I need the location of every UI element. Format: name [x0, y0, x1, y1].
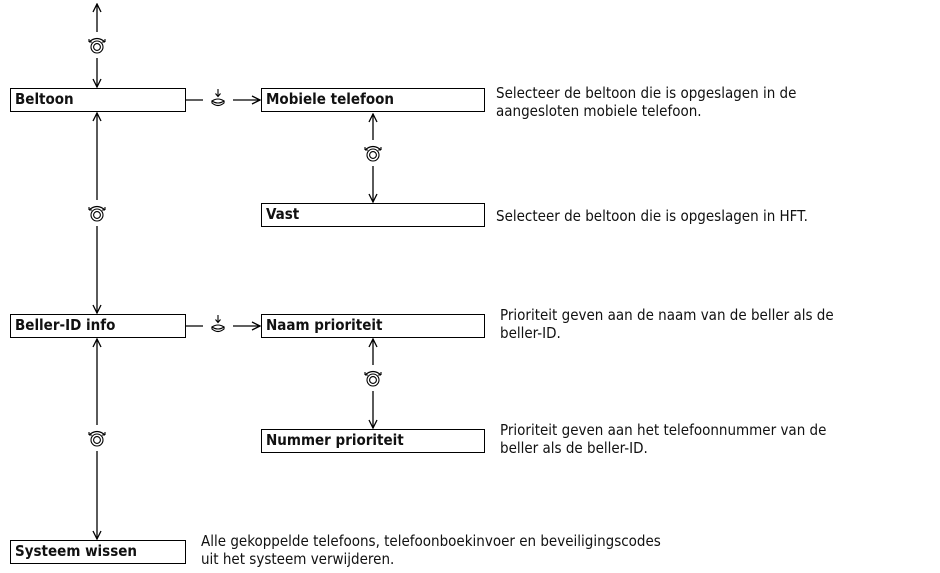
press-knob-icon: [207, 87, 229, 109]
description-line: Selecteer de beltoon die is opgeslagen i…: [496, 84, 797, 102]
description-line: Prioriteit geven aan de naam van de bell…: [500, 306, 834, 324]
menu-item-systeem-wissen: Systeem wissen: [10, 540, 186, 564]
description-vast: Selecteer de beltoon die is opgeslagen i…: [496, 207, 808, 225]
submenu-item-mobiele-telefoon: Mobiele telefoon: [261, 88, 485, 112]
description-line: uit het systeem verwijderen.: [201, 550, 395, 568]
rotate-knob-icon: [86, 427, 108, 449]
description-line: Alle gekoppelde telefoons, telefoonboeki…: [201, 532, 661, 550]
submenu-item-nummer-prioriteit: Nummer prioriteit: [261, 429, 485, 453]
description-naam-prioriteit: Prioriteit geven aan de naam van de bell…: [500, 306, 834, 342]
rotate-knob-icon: [86, 202, 108, 224]
description-line: beller als de beller-ID.: [500, 439, 648, 457]
rotate-knob-icon: [86, 34, 108, 56]
description-nummer-prioriteit: Prioriteit geven aan het telefoonnummer …: [500, 421, 826, 457]
description-line: beller-ID.: [500, 324, 561, 342]
rotate-knob-icon: [362, 367, 384, 389]
rotate-knob-icon: [362, 142, 384, 164]
description-systeem-wissen: Alle gekoppelde telefoons, telefoonboeki…: [201, 532, 661, 568]
menu-item-beltoon: Beltoon: [10, 88, 186, 112]
description-line: Prioriteit geven aan het telefoonnummer …: [500, 421, 827, 439]
description-line: aangesloten mobiele telefoon.: [496, 102, 702, 120]
menu-item-beller-id-info: Beller-ID info: [10, 314, 186, 338]
submenu-item-vast: Vast: [261, 203, 485, 227]
press-knob-icon: [207, 313, 229, 335]
description-mobiele-telefoon: Selecteer de beltoon die is opgeslagen i…: [496, 84, 796, 120]
description-line: Selecteer de beltoon die is opgeslagen i…: [496, 207, 808, 225]
submenu-item-naam-prioriteit: Naam prioriteit: [261, 314, 485, 338]
